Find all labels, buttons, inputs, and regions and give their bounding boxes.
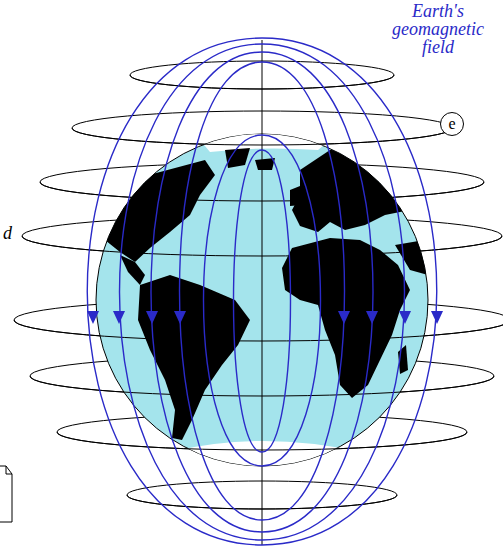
callout-letter: e — [448, 116, 455, 132]
earth-axis — [262, 40, 263, 545]
document-fragment — [0, 466, 12, 522]
field-title: Earth's geomagnetic field — [378, 2, 498, 56]
callout-circle: e — [440, 112, 464, 136]
cropped-label: d — [3, 224, 23, 242]
field-arrowheads — [87, 311, 443, 324]
field-lines — [87, 38, 437, 545]
document-fold — [6, 466, 12, 474]
